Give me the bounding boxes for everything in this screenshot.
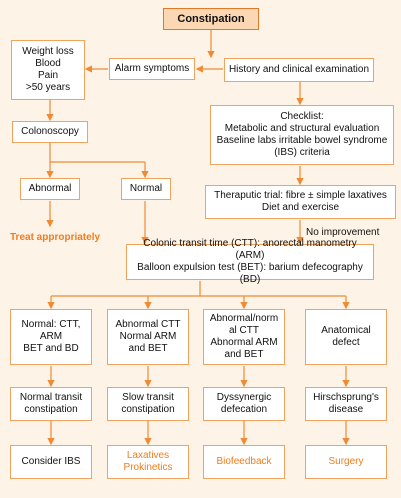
- diagnosis-line: Hirschsprung's: [313, 392, 379, 403]
- treatment-line: Consider IBS: [21, 456, 81, 467]
- criteria-box-4: Anatomical defect: [305, 309, 387, 365]
- criteria-line: Normal ARM: [119, 331, 177, 342]
- alarm-item: >50 years: [25, 82, 71, 93]
- alarm-item: Weight loss: [22, 46, 74, 57]
- criteria-line: and BET: [224, 349, 264, 360]
- criteria-box-1: Normal: CTT, ARM BET and BD: [10, 309, 92, 365]
- criteria-box-2: Abnormal CTT Normal ARM and BET: [107, 309, 189, 365]
- tests-box: Colonic transit time (CTT): anorectal ma…: [126, 238, 374, 285]
- checklist-line: (IBS) criteria: [274, 147, 330, 158]
- checklist-line: Checklist:: [280, 111, 324, 122]
- checklist-line: Metabolic and structural evaluation: [224, 123, 380, 134]
- normal-box: Normal: [121, 178, 171, 200]
- alarm-text: Alarm symptoms: [114, 63, 190, 74]
- criteria-line: Anatomical: [321, 325, 371, 336]
- treatment-line: Prokinetics: [123, 462, 173, 473]
- diagnosis-line: Dyssynergic: [216, 392, 272, 403]
- colonoscopy-text: Colonoscopy: [21, 126, 79, 137]
- history-box: History and clinical examination: [224, 58, 374, 82]
- criteria-line: BET and BD: [23, 343, 79, 354]
- diagnosis-line: Normal transit: [19, 392, 83, 403]
- diagnosis-box-2: Slow transit constipation: [107, 387, 189, 421]
- treat-label: Treat appropriately: [10, 232, 101, 243]
- colonoscopy-box: Colonoscopy: [12, 121, 88, 143]
- diagnosis-line: constipation: [121, 404, 175, 415]
- diagnosis-box-3: Dyssynergic defecation: [203, 387, 285, 421]
- criteria-box-3: Abnormal/norm al CTT Abnormal ARM and BE…: [203, 309, 285, 365]
- alarm-item: Pain: [37, 70, 58, 81]
- criteria-line: defect: [332, 337, 360, 348]
- treatment-box-1: Consider IBS: [10, 445, 92, 479]
- diagnosis-box-4: Hirschsprung's disease: [305, 387, 387, 421]
- trial-line: Diet and exercise: [261, 202, 340, 213]
- alarm-item: Blood: [35, 58, 61, 69]
- diagnosis-box-1: Normal transit constipation: [10, 387, 92, 421]
- abnormal-text: Abnormal: [28, 183, 72, 194]
- treatment-line: Biofeedback: [216, 456, 272, 467]
- normal-text: Normal: [129, 183, 163, 194]
- trial-line: Theraputic trial: fibre ± simple laxativ…: [214, 190, 387, 201]
- criteria-line: Abnormal CTT: [115, 319, 181, 330]
- history-text: History and clinical examination: [228, 64, 370, 75]
- alarm-list-box: Weight loss Blood Pain >50 years: [11, 40, 85, 100]
- alarm-box: Alarm symptoms: [109, 58, 195, 80]
- criteria-line: and BET: [128, 343, 168, 354]
- diagnosis-line: defecation: [220, 404, 268, 415]
- diagnosis-line: disease: [328, 404, 364, 415]
- criteria-line: Normal: CTT,: [21, 319, 81, 330]
- title-text: Constipation: [177, 13, 245, 25]
- diagnosis-line: Slow transit: [122, 392, 174, 403]
- treatment-line: Laxatives: [126, 450, 170, 461]
- tests-line: Balloon expulsion test (BET): barium def…: [137, 262, 363, 285]
- treatment-box-4: Surgery: [305, 445, 387, 479]
- criteria-line: al CTT: [229, 325, 259, 336]
- trial-box: Theraputic trial: fibre ± simple laxativ…: [205, 185, 396, 219]
- treatment-box-2: Laxatives Prokinetics: [107, 445, 189, 479]
- criteria-line: Abnormal/norm: [209, 313, 279, 324]
- tests-line: Colonic transit time (CTT): anorectal ma…: [143, 238, 357, 261]
- abnormal-box: Abnormal: [20, 178, 80, 200]
- criteria-line: ARM: [39, 331, 63, 342]
- diagnosis-line: constipation: [24, 404, 78, 415]
- title-box: Constipation: [163, 8, 259, 30]
- no-improvement-label: No improvement: [306, 227, 380, 238]
- checklist-line: Baseline labs irritable bowel syndrome: [216, 135, 388, 146]
- treatment-line: Surgery: [328, 456, 364, 467]
- treatment-box-3: Biofeedback: [203, 445, 285, 479]
- criteria-line: Abnormal ARM: [210, 337, 278, 348]
- checklist-box: Checklist: Metabolic and structural eval…: [210, 105, 394, 165]
